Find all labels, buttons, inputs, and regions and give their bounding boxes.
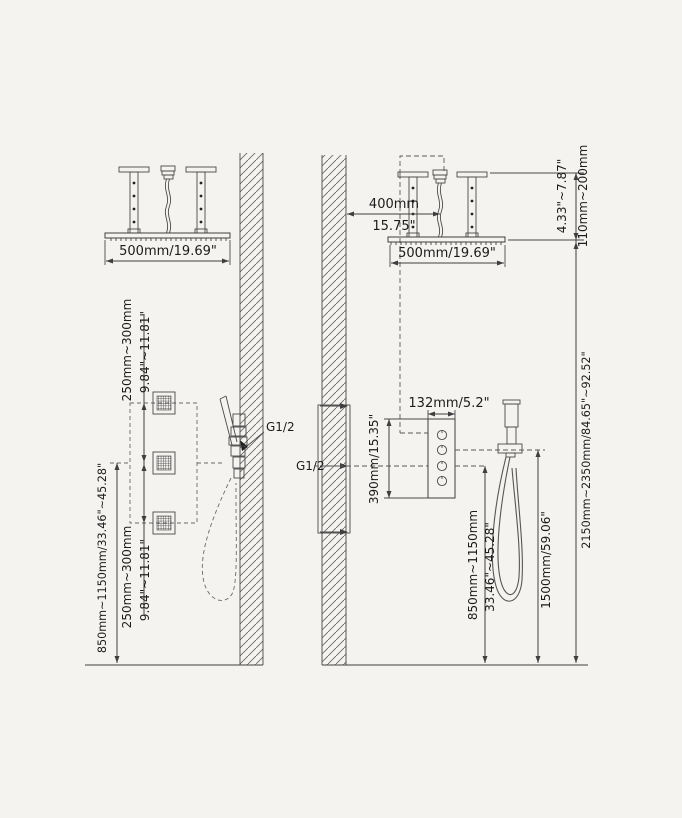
ceiling-drop-mm-label: 110mm~200mm [576, 145, 590, 248]
ceiling-cutout [399, 155, 445, 434]
hand-shower-right [491, 399, 523, 602]
right-wall [321, 155, 347, 665]
connection-thread-label-left: G1/2 [266, 420, 295, 434]
dim-shower-width-right: 500mm/19.69" [389, 245, 506, 267]
supply-hose-left [160, 165, 176, 234]
shower-width-label-left: 500mm/19.69" [119, 244, 217, 259]
right-view-side: 400mm 15.75" 500mm/19.69" 4.33"~7.87" 11… [296, 145, 593, 666]
hand-shower-height-label: 1500mm/59.06" [539, 511, 553, 609]
dim-ceiling-drop: 4.33"~7.87" 110mm~200mm [490, 145, 590, 248]
valve-width-label: 132mm/5.2" [408, 396, 489, 411]
hand-shower-hose-left [201, 477, 237, 601]
supply-hose-right [432, 169, 448, 238]
ceiling-shower-right [387, 169, 506, 245]
dim-valve-mount-height: 850mm~1150mm 33.46"~45.28" [466, 466, 497, 663]
connection-callout-right: G1/2 [296, 459, 428, 473]
dim-valve-width: 132mm/5.2" [408, 396, 490, 419]
dim-hand-shower-height: 1500mm/59.06" [535, 450, 553, 663]
left-wall [239, 153, 264, 665]
valve-height-label: 390mm/15.35" [367, 414, 381, 504]
shower-width-label-right: 500mm/19.69" [398, 246, 496, 261]
shower-head-plate-right [387, 236, 506, 243]
jet-spacing-upper-mm-label: 250mm~300mm [120, 299, 134, 402]
jet-spacing-upper-in-label: 9.84"~11.81" [138, 311, 152, 393]
ceiling-height-label: 2150mm~2350mm/84.65"~92.52" [580, 351, 593, 548]
dim-wall-offset: 400mm 15.75" [347, 197, 440, 234]
valve-mount-height-in-label: 33.46"~45.28" [483, 522, 497, 612]
jet-spacing-lower-mm-label: 250mm~300mm [120, 526, 134, 629]
dim-jets-height: 850mm~1150mm/33.46"~45.28" [96, 462, 223, 663]
hand-shower-left [201, 395, 248, 601]
jet-spacing-lower-in-label: 9.84"~11.81" [138, 539, 152, 621]
body-jets [129, 391, 198, 535]
ceiling-shower-left [104, 165, 231, 241]
valve-trim [427, 418, 456, 499]
left-view-front: 500mm/19.69" 250mm~300mm [85, 153, 295, 666]
body-jet-bottom [152, 511, 176, 535]
shower-head-plate-left [104, 232, 231, 239]
body-jet-middle [152, 451, 176, 475]
valve-mount-height-mm-label: 850mm~1150mm [466, 510, 480, 620]
jets-height-label: 850mm~1150mm/33.46"~45.28" [96, 463, 109, 653]
body-jet-top [152, 391, 176, 415]
dim-ceiling-height: 2150mm~2350mm/84.65"~92.52" [573, 240, 593, 663]
dim-valve-height: 390mm/15.35" [367, 414, 428, 504]
connection-thread-label-right: G1/2 [296, 459, 325, 473]
dim-shower-width-left: 500mm/19.69" [104, 240, 231, 265]
connection-callout-left: G1/2 [246, 420, 295, 447]
wall-offset-mm-label: 400mm [369, 197, 419, 212]
wall-offset-in-label: 15.75" [372, 219, 415, 234]
ceiling-drop-in-label: 4.33"~7.87" [555, 159, 569, 234]
dim-jet-spacing: 250mm~300mm 9.84"~11.81" 250mm~300mm 9.8… [120, 299, 152, 629]
